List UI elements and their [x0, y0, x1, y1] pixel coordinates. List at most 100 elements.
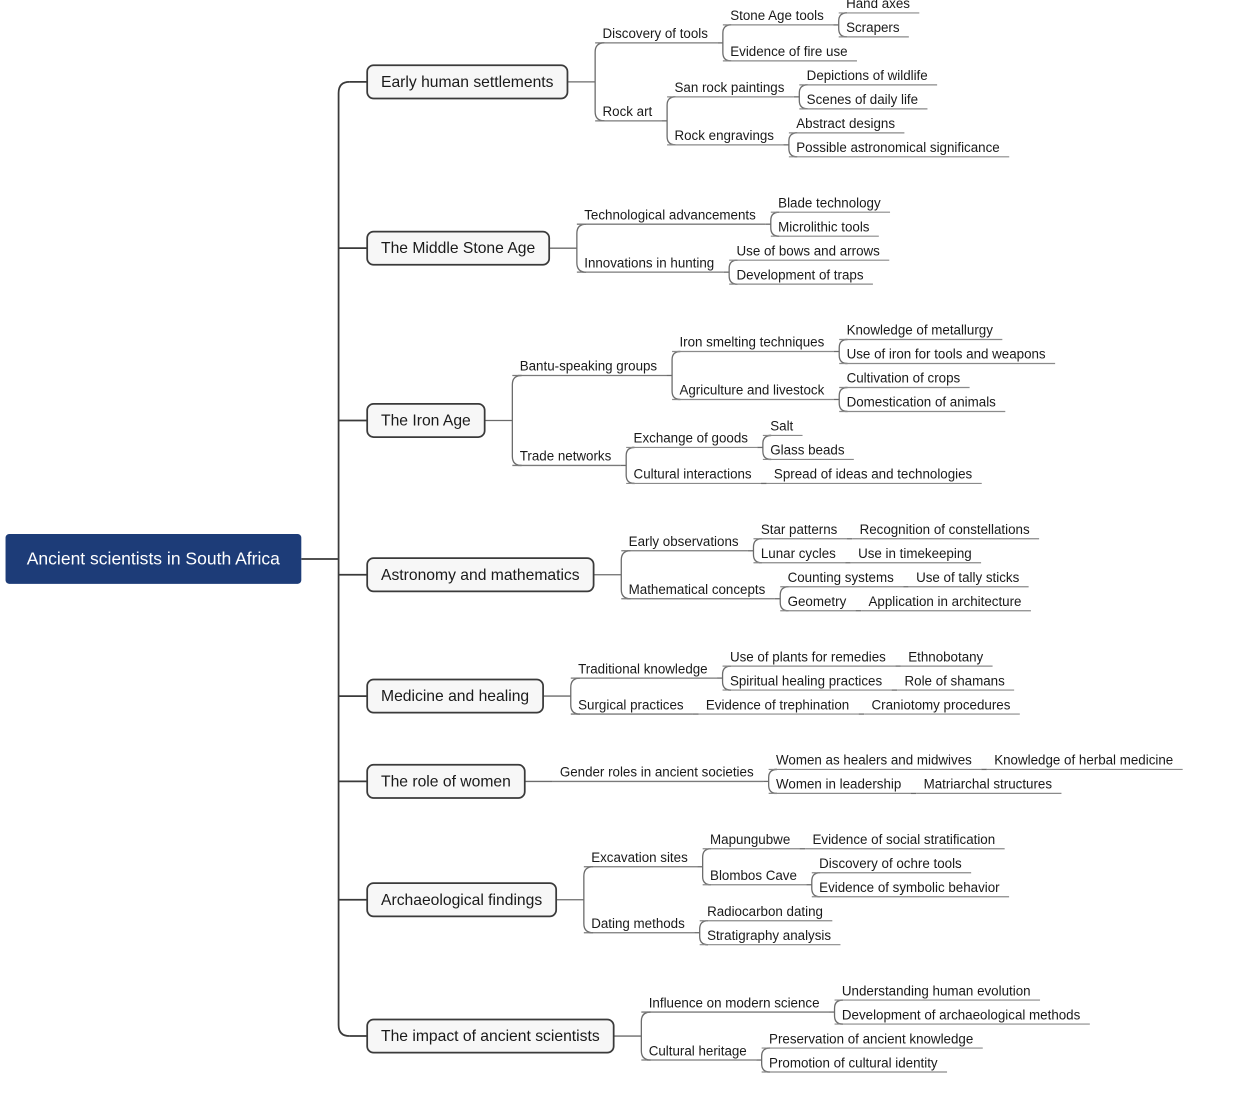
connector-line: [788, 132, 798, 158]
topic-node-label[interactable]: Use of bows and arrows: [737, 243, 881, 258]
topic-node-label[interactable]: Application in architecture: [868, 594, 1021, 609]
topic-node-label[interactable]: Role of shamans: [905, 673, 1006, 688]
topic-node-label[interactable]: Dating methods: [591, 916, 685, 931]
topic-node-label[interactable]: Knowledge of herbal medicine: [994, 753, 1173, 768]
connector-line: [838, 12, 848, 38]
connector-line: [337, 81, 350, 1037]
topic-node-label[interactable]: Understanding human evolution: [842, 983, 1031, 998]
connector-line: [721, 665, 731, 691]
topic-node-label[interactable]: Matriarchal structures: [924, 777, 1053, 792]
topic-node-label[interactable]: Lunar cycles: [761, 546, 836, 561]
edges-layer: [301, 12, 1183, 1073]
connector-line: [620, 550, 631, 600]
topic-node-label[interactable]: Radiocarbon dating: [707, 904, 823, 919]
topic-node-label[interactable]: Abstract designs: [796, 116, 895, 131]
topic-node-label[interactable]: Scenes of daily life: [807, 92, 918, 107]
topic-node-label[interactable]: Development of archaeological methods: [842, 1007, 1081, 1022]
topic-node-label[interactable]: Microlithic tools: [778, 219, 870, 234]
topic-node-label[interactable]: Possible astronomical significance: [796, 140, 999, 155]
topic-node-label[interactable]: Use of tally sticks: [916, 570, 1020, 585]
topic-node-label[interactable]: Stone Age tools: [730, 8, 824, 23]
topic-node-label[interactable]: Surgical practices: [578, 697, 684, 712]
topic-node-label[interactable]: Evidence of symbolic behavior: [819, 880, 1000, 895]
topic-node-label[interactable]: Spiritual healing practices: [730, 673, 883, 688]
topic-node-label[interactable]: Spread of ideas and technologies: [774, 467, 973, 482]
topic-node-label[interactable]: Preservation of ancient knowledge: [769, 1031, 973, 1046]
topic-node-label[interactable]: Excavation sites: [591, 850, 688, 865]
topic-node-label[interactable]: Stratigraphy analysis: [707, 928, 831, 943]
connector-line: [728, 259, 738, 285]
connector-line: [666, 96, 676, 146]
branch-node[interactable]: [366, 882, 558, 918]
topic-node-label[interactable]: Domestication of animals: [847, 395, 997, 410]
topic-node-label[interactable]: Use of plants for remedies: [730, 649, 886, 664]
root-node[interactable]: [5, 534, 302, 584]
topic-node-label[interactable]: Hand axes: [846, 0, 910, 11]
topic-node-label[interactable]: Depictions of wildlife: [807, 68, 928, 83]
topic-node-label[interactable]: Counting systems: [788, 570, 894, 585]
branch-node-label: The impact of ancient scientists: [381, 1028, 600, 1045]
branch-node-label: The role of women: [381, 773, 511, 790]
topic-node-label[interactable]: Discovery of ochre tools: [819, 856, 962, 871]
topic-node-label[interactable]: Promotion of cultural identity: [769, 1055, 938, 1070]
topic-node-label[interactable]: Rock engravings: [674, 128, 774, 143]
topic-node-label[interactable]: Technological advancements: [584, 207, 756, 222]
topic-node-label[interactable]: Agriculture and livestock: [679, 383, 824, 398]
connector-line: [671, 350, 681, 401]
topic-node-label[interactable]: Traditional knowledge: [578, 661, 707, 676]
branch-node[interactable]: [366, 557, 595, 593]
topic-node-label[interactable]: Blade technology: [778, 195, 881, 210]
branch-node-label: Archaeological findings: [381, 892, 542, 909]
topic-node-label[interactable]: Glass beads: [770, 443, 845, 458]
branch-node[interactable]: [366, 1018, 615, 1054]
branch-node[interactable]: [366, 230, 551, 266]
topic-node-label[interactable]: Iron smelting techniques: [679, 335, 824, 350]
branch-node[interactable]: [366, 64, 569, 100]
topic-node-label[interactable]: Gender roles in ancient societies: [560, 765, 754, 780]
connector-line: [838, 338, 848, 365]
topic-node-label[interactable]: Knowledge of metallurgy: [847, 323, 994, 338]
topic-node-label[interactable]: Geometry: [788, 594, 847, 609]
topic-node-label[interactable]: Influence on modern science: [649, 995, 820, 1010]
branch-node-label: Astronomy and mathematics: [381, 567, 580, 584]
connector-line: [768, 768, 777, 795]
topic-node-label[interactable]: Star patterns: [761, 522, 838, 537]
connector-line: [576, 223, 587, 273]
topic-node-label[interactable]: Mapungubwe: [710, 832, 790, 847]
connector-line: [811, 872, 821, 898]
topic-node-label[interactable]: Bantu-speaking groups: [520, 359, 658, 374]
topic-node-label[interactable]: Innovations in hunting: [584, 255, 714, 270]
topic-node-label[interactable]: Scrapers: [846, 20, 900, 35]
topic-node-label[interactable]: Exchange of goods: [634, 431, 749, 446]
topic-node-label[interactable]: Early observations: [629, 534, 739, 549]
topic-node-label[interactable]: San rock paintings: [674, 80, 784, 95]
branch-node[interactable]: [366, 402, 486, 438]
topic-node-label[interactable]: Discovery of tools: [603, 26, 709, 41]
topic-node-label[interactable]: Trade networks: [520, 449, 612, 464]
connector-line: [511, 374, 522, 467]
topic-node-label[interactable]: Development of traps: [737, 267, 864, 282]
topic-node-label[interactable]: Use of iron for tools and weapons: [847, 347, 1046, 362]
topic-node-label[interactable]: Salt: [770, 419, 793, 434]
branch-node[interactable]: [366, 678, 544, 714]
connector-line: [833, 999, 843, 1025]
branch-node[interactable]: [366, 763, 526, 799]
connector-line: [594, 42, 605, 122]
branch-node-label: The Iron Age: [381, 413, 471, 430]
topic-node-label[interactable]: Cultural heritage: [649, 1043, 747, 1058]
topic-node-label[interactable]: Use in timekeeping: [858, 546, 972, 561]
topic-node-label[interactable]: Evidence of fire use: [730, 44, 847, 59]
topic-node-label[interactable]: Women in leadership: [776, 777, 901, 792]
topic-node-label[interactable]: Women as healers and midwives: [776, 753, 972, 768]
topic-node-label[interactable]: Mathematical concepts: [629, 582, 766, 597]
topic-node-label[interactable]: Craniotomy procedures: [872, 697, 1011, 712]
topic-node-label[interactable]: Rock art: [603, 104, 653, 119]
topic-node-label[interactable]: Cultural interactions: [634, 467, 752, 482]
topic-node-label[interactable]: Evidence of social stratification: [813, 832, 996, 847]
topic-node-label[interactable]: Ethnobotany: [908, 649, 983, 664]
topic-node-label[interactable]: Evidence of trephination: [706, 697, 849, 712]
topic-node-label[interactable]: Cultivation of crops: [847, 371, 961, 386]
topic-node-label[interactable]: Blombos Cave: [710, 868, 797, 883]
topic-node-label[interactable]: Recognition of constellations: [860, 522, 1030, 537]
